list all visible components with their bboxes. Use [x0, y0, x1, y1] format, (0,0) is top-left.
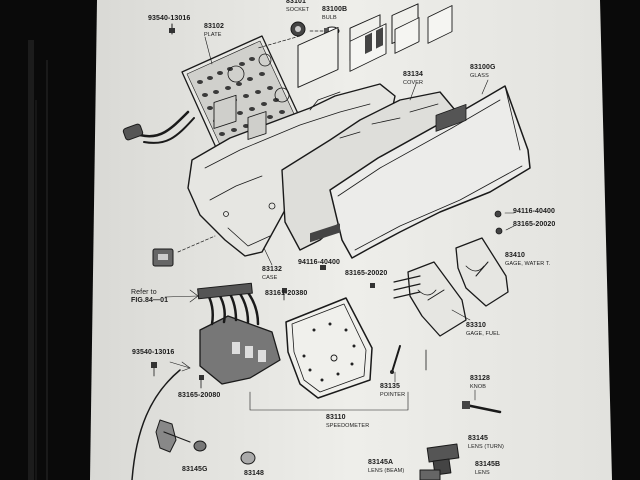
label-screw-low: 83165-20080 — [178, 392, 221, 399]
knob-part — [462, 401, 502, 414]
screw-left-parts — [151, 362, 204, 389]
speedometer-part — [285, 223, 373, 399]
gage-fuel-water-part — [393, 103, 509, 337]
screw-top-part — [169, 23, 175, 35]
label-gage-fuel: 83310 GAGE, FUEL — [466, 322, 501, 337]
label-screw-top: 93540-13016 — [148, 15, 191, 22]
label-bulb: 83100B BULB — [322, 6, 348, 21]
label-cover: 83134 COVER — [403, 71, 424, 86]
screw-right-parts — [494, 210, 515, 235]
connector-part — [152, 235, 216, 267]
label-glass: 83100G GLASS — [470, 64, 496, 79]
label-pointer: 83135 POINTER — [380, 383, 406, 398]
screw-middle-parts — [282, 265, 375, 301]
background-edge — [28, 40, 34, 480]
socket-part — [257, 21, 306, 49]
label-knob: 83128 KNOB — [470, 375, 490, 390]
label-screw-left: 93540-13016 — [132, 349, 175, 356]
label-screw-r2: 83165-20020 — [513, 221, 556, 228]
harness-part — [197, 282, 281, 385]
cable-line — [131, 369, 181, 480]
gauge-low-part — [155, 419, 256, 465]
label-screw-m2: 83165-20020 — [345, 270, 388, 277]
label-reference: Refer to FIG.84—01 — [131, 289, 169, 304]
label-screw-r1: 94116-40400 — [513, 208, 555, 215]
label-gauge-low: 83145G — [182, 466, 208, 473]
label-lens-beam: 83145A LENS (BEAM) — [368, 459, 405, 474]
label-screw-m1: 94116-40400 — [298, 259, 340, 266]
label-plate: 83102 PLATE — [204, 23, 224, 38]
lens-parts — [419, 443, 460, 480]
label-lens: 83145B LENS — [475, 461, 501, 476]
label-lens-turn: 83145 LENS (TURN) — [468, 435, 504, 450]
label-screw-m3: 83161-20380 — [265, 290, 308, 297]
label-part-bottom: 83148 — [244, 470, 264, 477]
label-speedometer: 83110 SPEEDOMETER — [326, 414, 370, 429]
label-case: 83132 CASE — [262, 266, 282, 281]
leader-lines — [164, 36, 489, 411]
pointer-part — [390, 345, 401, 374]
label-socket: 83101 SOCKET — [286, 0, 310, 13]
label-gage-water: 83410 GAGE, WATER T. — [505, 252, 551, 267]
